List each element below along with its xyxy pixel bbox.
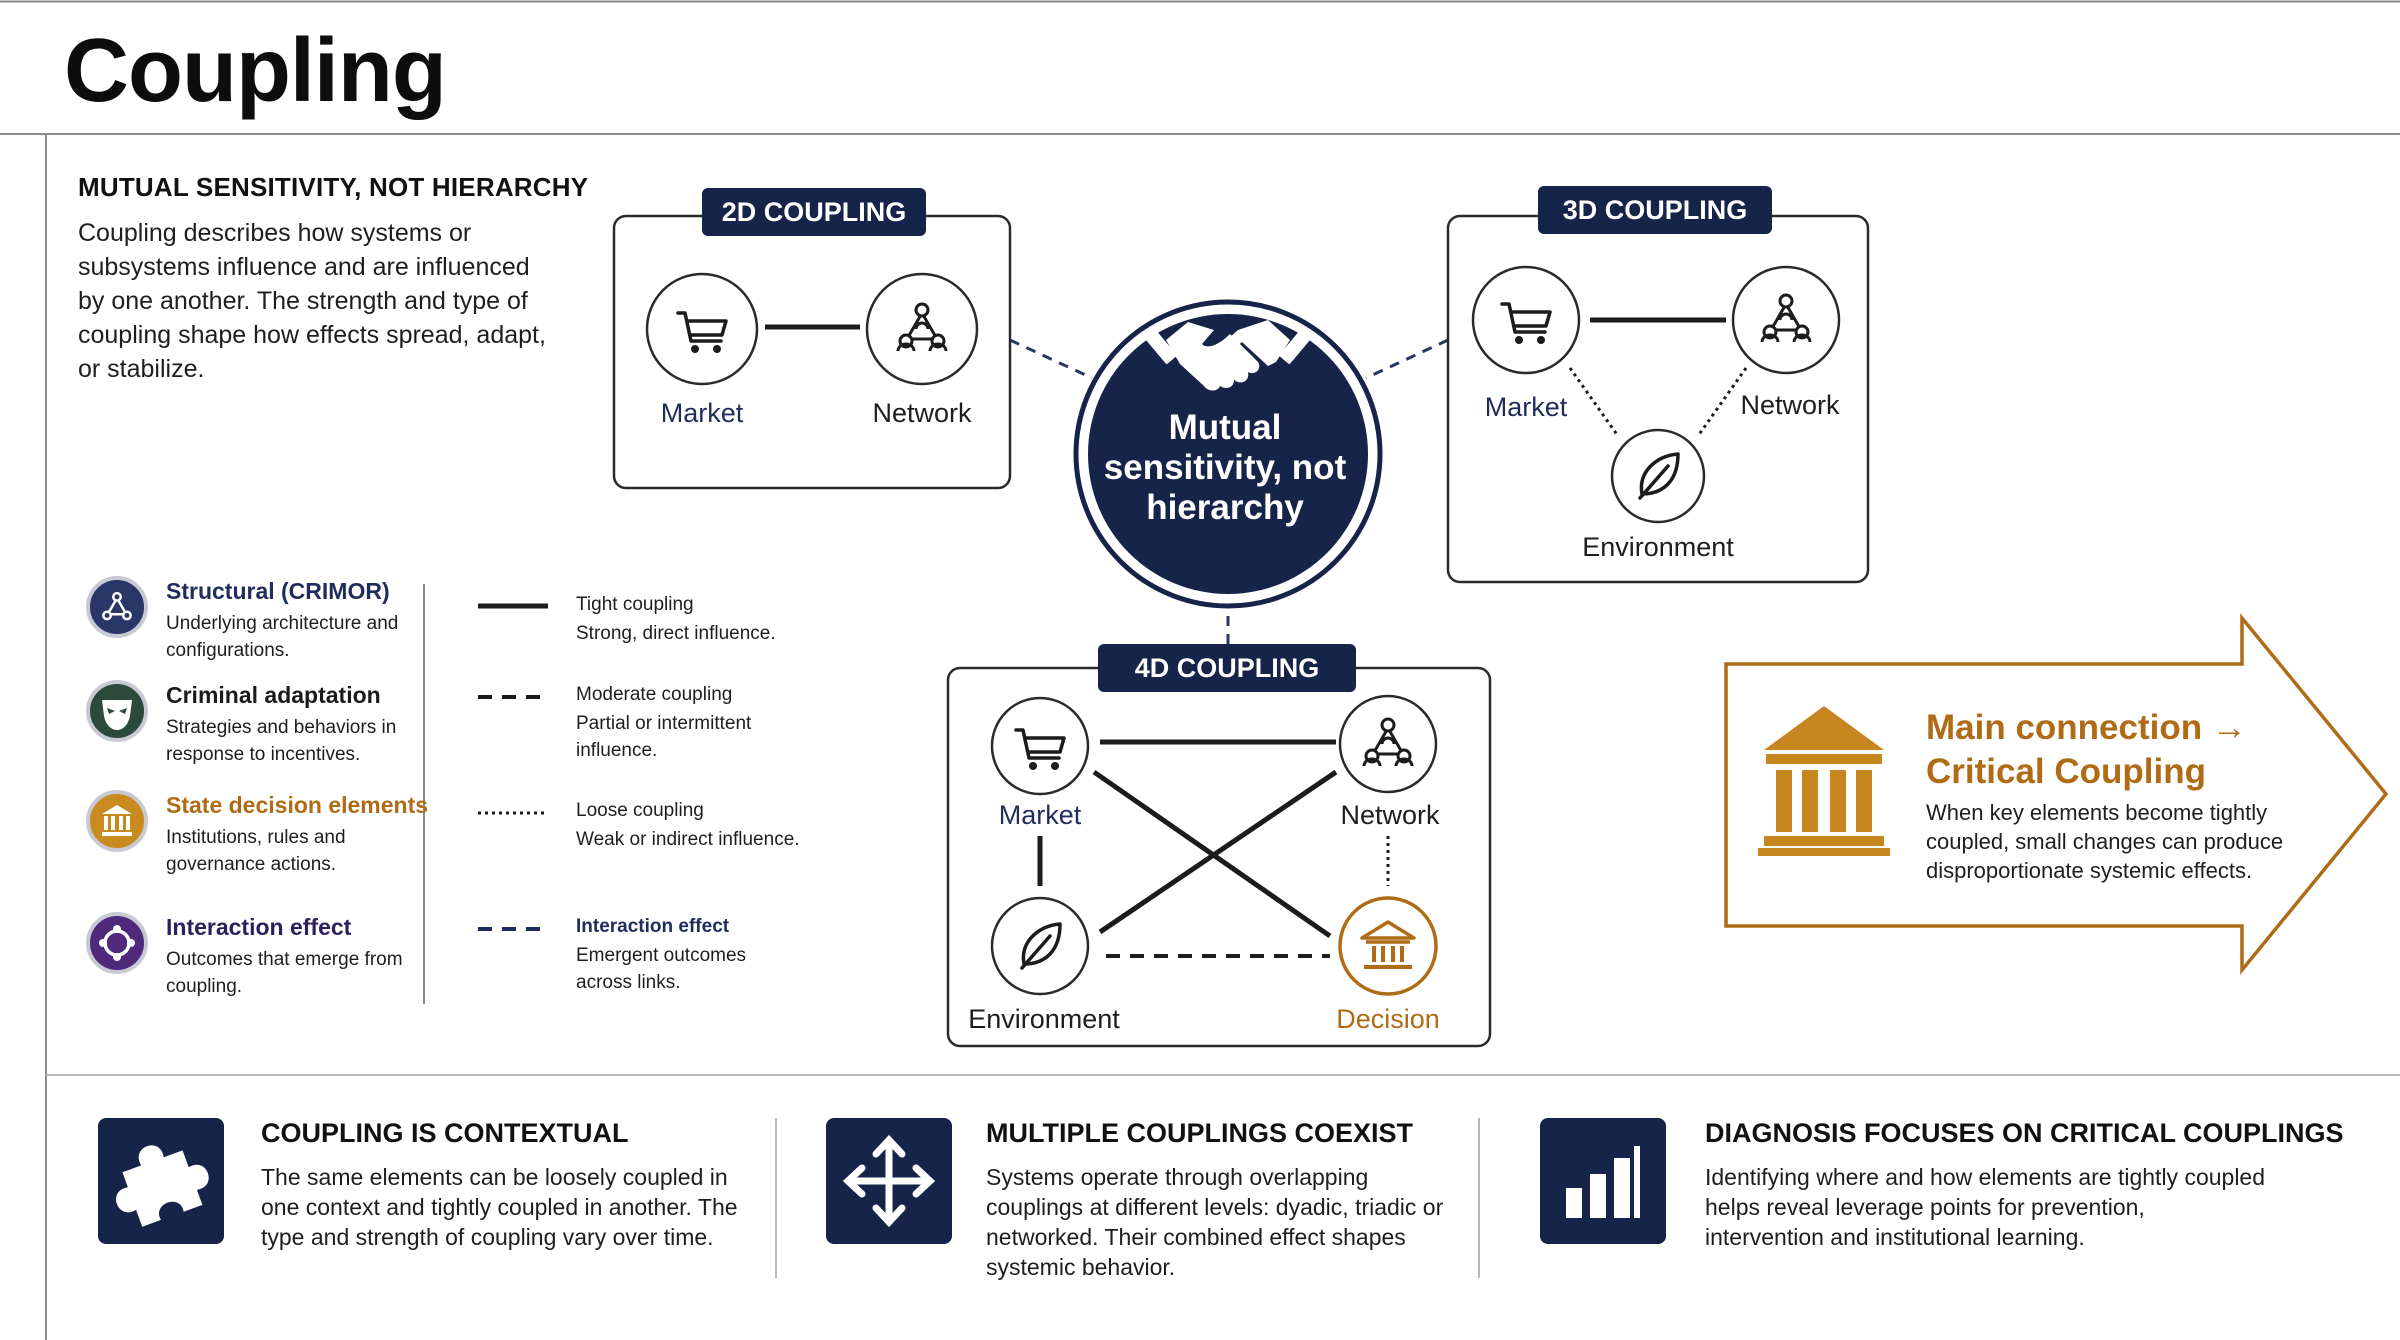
main-connection-desc: When key elements become tightly coupled… [1926,800,2284,883]
page-title: Coupling [64,21,447,121]
tight-link [1098,769,1338,935]
hub-link-2d [1009,338,1093,380]
main-connection-title: Main connection → [1926,708,2247,747]
line-legend-title: Loose coupling [576,800,704,821]
network-label: Network [1740,390,1840,420]
card-title: MULTIPLE COUPLINGS COEXIST [986,1118,1414,1148]
line-legend-desc: Emergent outcomes across links. [576,945,747,993]
network-label: Network [1340,800,1440,830]
institution-icon [86,790,148,852]
environment-label: Environment [1582,532,1734,562]
legend-desc: Institutions, rules and governance actio… [166,827,346,875]
legend-title: State decision elements [166,792,429,818]
mask-icon [86,680,148,742]
bar-chart-icon [1540,1118,1666,1244]
market-label: Market [1484,392,1568,422]
intro-heading: MUTUAL SENSITIVITY, NOT HIERARCHY [78,172,589,202]
hub-link-3d [1365,338,1449,380]
market-node [990,696,1090,796]
card-body: Systems operate through overlapping coup… [986,1164,1444,1280]
market-label: Market [660,398,744,428]
legend-desc: Underlying architecture and configuratio… [166,613,399,661]
legend-title: Interaction effect [166,914,352,940]
line-legend-title: Tight coupling [576,594,694,615]
network-node [1731,265,1841,375]
card-body: The same elements can be loosely coupled… [261,1164,738,1250]
panel-label-4d: 4D COUPLING [1098,644,1356,692]
card-body: Identifying where and how elements are t… [1705,1164,2266,1250]
institution-icon [1758,706,1890,856]
card-title: DIAGNOSIS FOCUSES ON CRITICAL COUPLINGS [1705,1118,2344,1148]
line-legend-desc: Partial or intermittent influence. [576,713,752,761]
main-connection-subtitle: Critical Coupling [1926,752,2206,791]
panel-label-3d: 3D COUPLING [1538,186,1772,234]
legend-title: Structural (CRIMOR) [166,578,390,604]
network-triangle-icon [86,576,148,638]
decision-node [1338,896,1438,996]
environment-label: Environment [968,1004,1120,1034]
hub-text: Mutual sensitivity, not hierarchy [1103,408,1347,527]
legend-desc: Strategies and behaviors in response to … [166,717,397,765]
line-legend-desc: Strong, direct influence. [576,623,776,644]
move-arrows-icon [826,1118,952,1244]
legend-desc: Outcomes that emerge from coupling. [166,949,403,997]
card-title: COUPLING IS CONTEXTUAL [261,1118,629,1148]
hub-circle [1088,314,1368,594]
intro-body: Coupling describes how systems or subsys… [78,219,546,383]
handshake-icon [1145,320,1311,391]
market-label: Market [998,800,1082,830]
market-node [1471,265,1581,375]
line-legend-desc: Weak or indirect influence. [576,829,800,850]
network-label: Network [872,398,972,428]
decision-label: Decision [1336,1004,1440,1034]
cycle-icon [86,912,148,974]
line-legend-title: Interaction effect [576,916,730,937]
line-legend-title: Moderate coupling [576,684,733,705]
legend-title: Criminal adaptation [166,682,381,708]
puzzle-icon [98,1118,224,1244]
panel-label-2d: 2D COUPLING [702,188,926,236]
main-connection-arrow [1724,613,2389,975]
network-node [865,272,979,386]
market-node [645,272,759,386]
network-node [1338,694,1438,794]
